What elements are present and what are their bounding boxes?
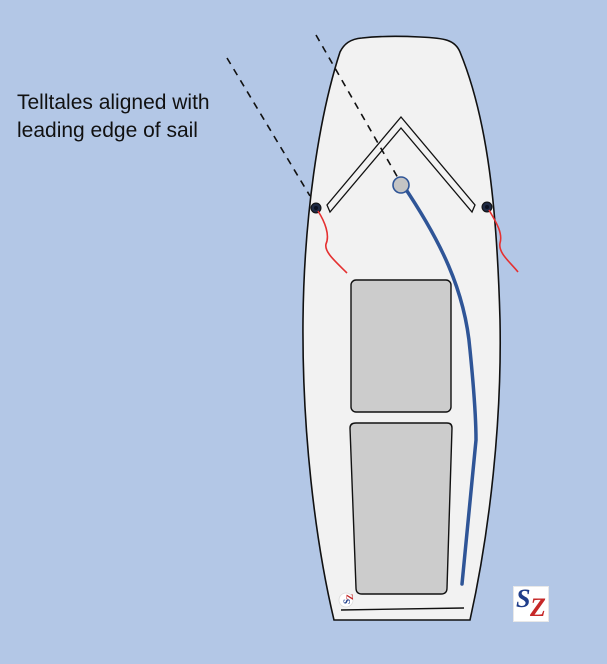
- sightline-center: [315, 34, 399, 179]
- jib-sail: [326, 115, 476, 214]
- brand-logo: S Z: [513, 584, 549, 622]
- right-telltale-anchor-inner: [485, 205, 489, 209]
- logo-letter-s: S: [516, 584, 531, 613]
- left-telltale-anchor-inner: [314, 206, 318, 210]
- transom-logo-icon: S Z: [338, 592, 355, 608]
- svg-text:S: S: [342, 599, 352, 604]
- svg-text:Z: Z: [345, 594, 355, 600]
- aft-cockpit: [349, 422, 453, 595]
- annotation-line-2: leading edge of sail: [17, 119, 198, 142]
- sightline-left: [226, 57, 311, 197]
- forward-cockpit: [350, 279, 452, 413]
- mainsheet-line: [401, 183, 478, 586]
- telltale-annotation: Telltales aligned with leading edge of s…: [17, 89, 257, 145]
- right-telltale-ribbon: [488, 209, 519, 273]
- logo-letter-z: Z: [530, 593, 546, 622]
- transom-line: [340, 607, 465, 611]
- left-telltale-ribbon: [317, 210, 348, 274]
- mast-icon: [392, 176, 410, 194]
- annotation-line-1: Telltales aligned with: [17, 91, 210, 114]
